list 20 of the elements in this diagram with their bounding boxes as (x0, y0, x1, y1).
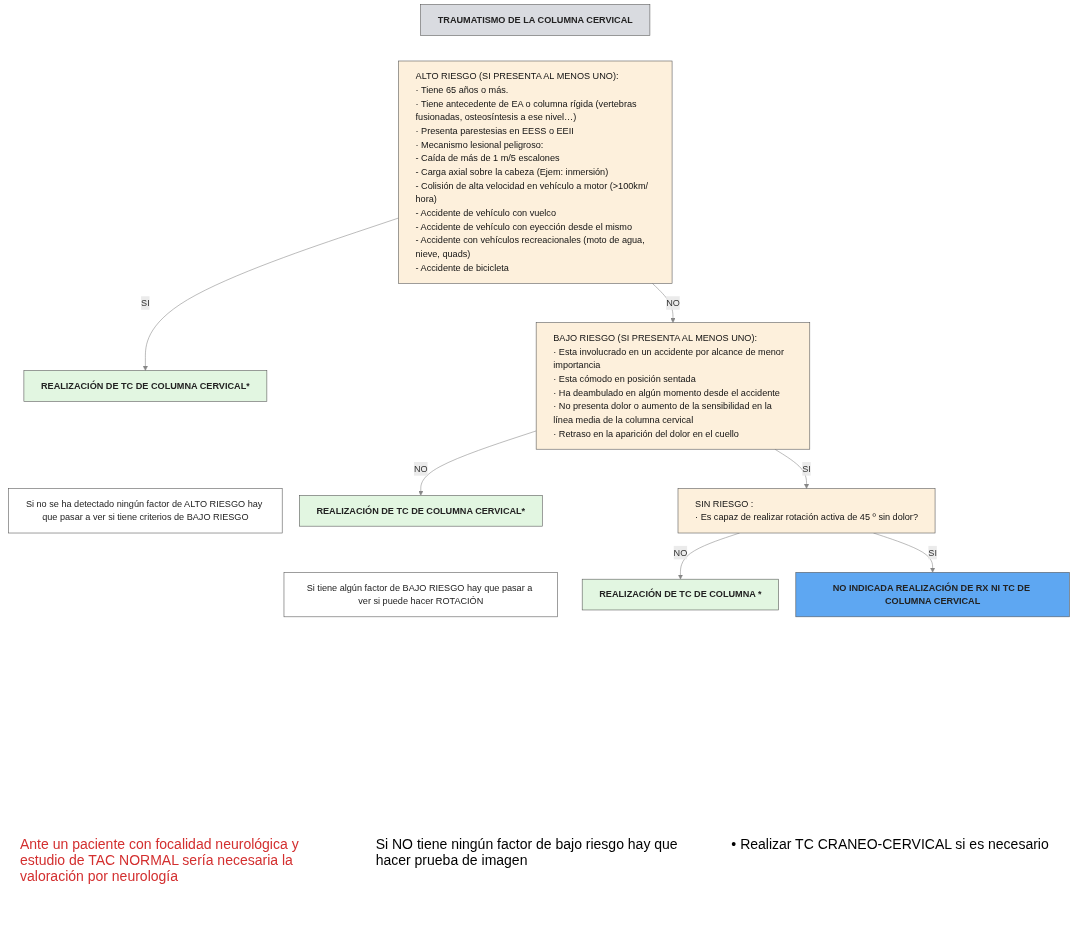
flowchart: SI NO NO SI NO SI TRAUMATISMO DE LA COLUMNA CERVICAL ALTO RIESGO (SI PRESENTA AL MENOS UNO): · Tiene 65 años o más. · Tiene antecedente de EA o columna rígida (vertebras fusionadas, osteosíntesis a ese nivel…) · Presenta parestesias en EESS o EEII · Mecanismo lesional peligroso: - Caída de más de 1 m/5 escalones - Carga axial sobre la cabeza (Ejem: inmersión) - Colisión de alta velocidad en vehículo a motor (>100km/ hora) - Accidente de vehículo con vuelco - Accidente de vehículo con eyección desde el mismo - Accidente con vehículos recreacionales (moto de agua, nieve, quads) - Accidente de bicicleta REALIZACIÓN DE TC DE COLUMNA CERVICAL* Si no se ha detectado ningún factor de ALTO RIESGO hay que pasar a ver si tiene criterios de BAJO RIESGO BAJO RIESGO (SI PRESENTA AL MENOS UNO): · Esta involucrado en un accidente por alcance de menor importancia · Esta cómodo en posición sentada · Ha deambulado en algún momento desde el accidente · No presenta dolor o aumento de la sensibilidad en la línea media de la columna cervical · Retraso en la aparición del dolor en el cuello REALIZACIÓN DE TC DE COLUMNA CERVICAL* Si tiene algún factor de BAJO RIESGO hay que pasar a ver si puede hacer ROTACIÓN SIN RIESGO : · Es capaz de realizar rotación activa de 45 º sin dolor? REALIZACIÓN DE TC DE COLUMNA * NO INDICADA REALIZACIÓN DE RX NI TC DE COLUMNA CERVICAL (3, 0, 1074, 622)
node-box (795, 572, 1070, 618)
node-box (677, 488, 935, 534)
node-box (283, 572, 558, 618)
note-text: Si NO tiene ningún factor de bajo riesgo hay que hacer prueba de imagen (375, 836, 679, 870)
edge-label: SI (801, 463, 811, 474)
node-box (581, 578, 779, 611)
note-text: Ante un paciente con focalidad neurológica y estudio de TAC NORMAL sería necesaria la valoración por neurología (20, 836, 300, 884)
node-box (23, 370, 267, 402)
node-box (397, 60, 672, 284)
edge-label: NO (673, 547, 687, 558)
edge-label: SI (927, 547, 937, 558)
note-text: • Realizar TC CRANEO-CERVICAL si es necesario (731, 836, 1050, 854)
edge-label: NO (665, 297, 680, 308)
node-box (7, 488, 282, 534)
node-box (419, 4, 650, 36)
node-box (298, 495, 543, 527)
edge-label: NO (413, 463, 428, 474)
edge-label: SI (140, 297, 150, 308)
node-box (535, 322, 810, 450)
